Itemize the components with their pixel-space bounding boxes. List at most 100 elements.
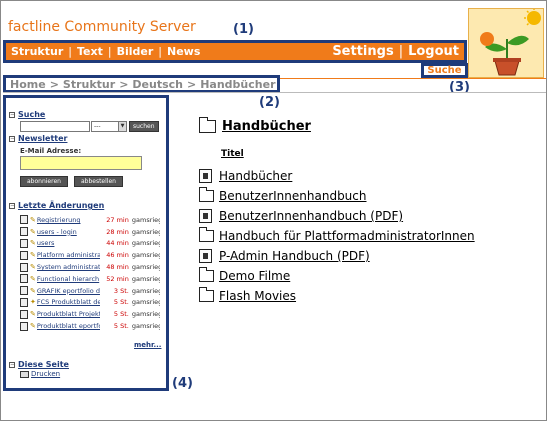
callout-2: (2) [259,95,280,110]
document-icon [20,286,28,296]
change-title[interactable]: users - login [36,227,77,236]
item-label[interactable]: BenutzerInnenhandbuch (PDF) [219,209,404,223]
search-heading[interactable]: Suche [18,110,46,119]
callout-3: (3) [449,80,470,95]
email-label: E-Mail Adresse: [20,147,82,155]
item-label[interactable]: P-Admin Handbuch (PDF) [219,249,370,263]
callout-4: (4) [172,376,193,391]
nav-text[interactable]: Text [77,45,103,58]
item-label[interactable]: Handbücher [219,169,293,183]
breadcrumb-handbuecher[interactable]: Handbücher [200,77,276,91]
item-label[interactable]: Demo Filme [219,269,291,283]
change-title[interactable]: Produktblatt eportfol [36,322,100,331]
title-column-header[interactable]: Titel [221,149,244,159]
pencil-icon: ✎ [30,322,36,331]
list-item[interactable]: P-Admin Handbuch (PDF) [199,246,475,266]
document-icon [20,309,28,319]
pencil-icon: ✎ [30,274,36,283]
folder-icon [199,267,214,282]
change-time: 44 min [106,239,129,248]
app-title: factline Community Server [8,19,196,35]
list-item[interactable]: ✎GRAFIK eportfolio d3 St.gamsriegl [20,285,166,297]
nav-right-group: Settings | Logout [332,44,459,59]
list-item[interactable]: Demo Filme [199,266,475,286]
change-title[interactable]: GRAFIK eportfolio d [36,286,100,295]
newsletter-buttons: abonnieren abbestellen [20,176,123,187]
print-label: Drucken [31,370,61,378]
change-title[interactable]: Functional hierarch [36,274,100,283]
search-button[interactable]: suchen [129,121,159,132]
search-tab[interactable]: Suche [421,63,468,78]
list-item[interactable]: BenutzerInnenhandbuch (PDF) [199,206,475,226]
change-time: 5 St. [113,298,129,307]
open-folder-icon [199,117,216,133]
callout-1: (1) [233,22,254,37]
this-page-heading[interactable]: Diese Seite [18,360,69,369]
breadcrumb-deutsch[interactable]: Deutsch [132,77,183,91]
main-nav-bar: Struktur | Text | Bilder | News Settings… [3,40,467,63]
list-item[interactable]: Flash Movies [199,286,475,306]
change-title[interactable]: Registrierung [36,215,81,224]
list-item[interactable]: Handbücher [199,166,475,186]
change-title[interactable]: Platform administrat [36,251,100,260]
folder-icon [199,187,214,202]
breadcrumb-divider [3,92,546,93]
search-input[interactable] [20,121,90,132]
star-icon: ✦ [30,298,36,307]
nav-logout[interactable]: Logout [408,44,459,59]
newsletter-heading[interactable]: Newsletter [18,134,68,143]
nav-separator: | [158,45,162,58]
unsubscribe-button[interactable]: abbestellen [73,176,123,187]
breadcrumb-home[interactable]: Home [10,77,46,91]
nav-bilder[interactable]: Bilder [116,45,154,58]
change-title[interactable]: System administrat [36,263,100,272]
folder-icon [199,287,214,302]
nav-struktur[interactable]: Struktur [11,45,64,58]
change-title[interactable]: users [36,239,55,248]
collapse-icon[interactable]: − [9,134,16,142]
change-title[interactable]: FCS Produktblatt der [36,298,100,307]
nav-settings[interactable]: Settings [332,44,394,59]
print-link[interactable]: Drucken [20,370,60,378]
change-time: 5 St. [113,322,129,331]
change-user: gamsriegl [131,251,160,260]
document-icon [20,227,28,237]
printer-icon [20,370,29,378]
changes-heading[interactable]: Letzte Änderungen [18,201,105,210]
collapse-icon[interactable]: − [9,360,16,368]
item-label[interactable]: Handbuch für PlattformadministratorInnen [219,229,475,243]
nav-news[interactable]: News [166,45,201,58]
item-label[interactable]: BenutzerInnenhandbuch [219,189,367,203]
nav-separator: | [68,45,72,58]
list-item[interactable]: BenutzerInnenhandbuch [199,186,475,206]
content-list: Handbücher BenutzerInnenhandbuch Benutze… [199,166,475,306]
more-link[interactable]: mehr... [134,341,162,349]
page-title-text[interactable]: Handbücher [222,119,311,134]
collapse-icon[interactable]: − [9,201,16,209]
change-title[interactable]: Produktblatt Projekt [36,310,100,319]
subscribe-button[interactable]: abonnieren [20,176,68,187]
item-label[interactable]: Flash Movies [219,289,297,303]
nav-separator: | [398,44,404,59]
breadcrumb-separator: > [49,77,59,91]
list-item[interactable]: Handbuch für PlattformadministratorInnen [199,226,475,246]
pencil-icon: ✎ [30,263,36,272]
document-icon [199,209,212,223]
email-field[interactable] [20,156,142,170]
breadcrumb-struktur[interactable]: Struktur [62,77,116,91]
collapse-icon[interactable]: − [9,110,16,118]
change-user: gamsriegl [131,215,160,224]
document-icon [199,249,212,263]
search-scope-select[interactable]: --- ▼ [91,121,127,132]
